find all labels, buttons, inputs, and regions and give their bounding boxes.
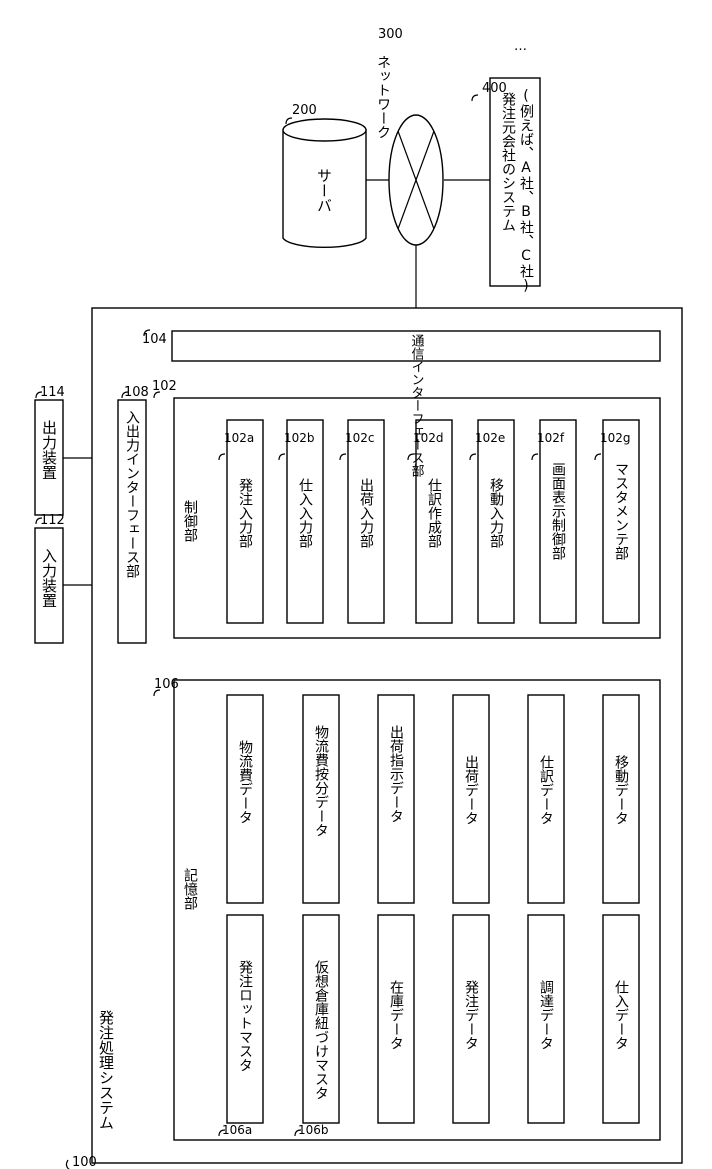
control-item-102b-ref: 102b (284, 431, 315, 445)
server-label: サーバ (315, 168, 333, 213)
storage-left-1-label: 仮想倉庫紐づけマスタ (313, 960, 329, 1100)
comm-interface-ref: 104 (142, 332, 167, 347)
storage-right-5-label: 移動データ (613, 755, 629, 825)
control-item-102d-ref: 102d (413, 431, 444, 445)
storage-left-0-label: 発注ロットマスタ (237, 960, 253, 1072)
storage-left-5-label: 仕入データ (613, 980, 629, 1050)
storage-label: 記憶部 (182, 867, 198, 910)
storage-left-2-label: 在庫データ (388, 980, 404, 1050)
output-device-label: 出力装置 (40, 420, 58, 480)
control-item-102f-ref: 102f (537, 431, 565, 445)
control-item-102g-label: マスタメンテ部 (613, 462, 629, 560)
io-interface-ref: 108 (124, 385, 149, 400)
storage-right-1-label: 物流費按分データ (313, 725, 329, 837)
control-item-102e-ref: 102e (475, 431, 505, 445)
control-label: 制御部 (182, 500, 198, 542)
client-system-sublabel: (例えば、A社、B社、C社) (518, 88, 534, 294)
storage-right-4-label: 仕訳データ (538, 755, 554, 825)
control-item-102c-label: 出荷入力部 (358, 478, 374, 548)
system-ref: 100 (72, 1155, 97, 1169)
control-item-102a-label: 発注入力部 (237, 478, 253, 548)
output-device-ref: 114 (40, 385, 65, 400)
client-system-label: 発注元会社のシステム (500, 92, 516, 232)
network-label: ネットワーク (375, 55, 391, 139)
control-ref: 102 (152, 379, 177, 394)
comm-interface-label: 通信インターフェース部 (409, 334, 425, 477)
client-system-more: … (514, 39, 527, 54)
control-item-102g-ref: 102g (600, 431, 631, 445)
storage-left-1-ref: 106b (298, 1123, 329, 1137)
system-label: 発注処理システム (97, 1010, 115, 1130)
storage-ref: 106 (154, 677, 179, 692)
io-interface-label: 入出力インターフェース部 (124, 410, 140, 578)
control-item-102a-ref: 102a (224, 431, 254, 445)
server-ref: 200 (292, 103, 317, 118)
input-device-ref: 112 (40, 513, 65, 528)
control-item-102c-ref: 102c (345, 431, 375, 445)
storage-right-0-label: 物流費データ (237, 740, 253, 824)
storage-right-3-label: 出荷データ (463, 755, 479, 825)
storage-left-3-label: 発注データ (463, 980, 479, 1050)
storage-left-4-label: 調達データ (538, 980, 554, 1050)
control-item-102f-label: 画面表示制御部 (550, 462, 566, 560)
storage-left-0-ref: 106a (222, 1123, 252, 1137)
control-item-102b-label: 仕入入力部 (297, 478, 313, 548)
storage-right-2-label: 出荷指示データ (388, 725, 404, 823)
input-device-label: 入力装置 (40, 548, 58, 608)
control-item-102e-label: 移動入力部 (488, 478, 504, 548)
network-ref: 300 (378, 27, 403, 42)
network-node (389, 115, 443, 245)
control-item-102d-label: 仕訳作成部 (426, 478, 442, 548)
